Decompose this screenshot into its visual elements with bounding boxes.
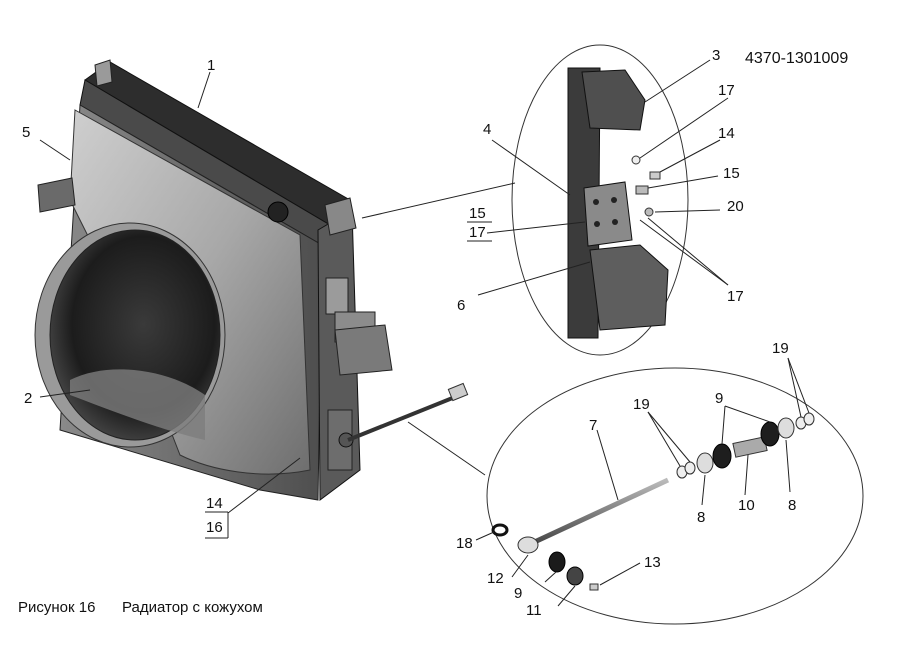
callout-16-boxed: 16 bbox=[206, 519, 223, 536]
detail-nut-20 bbox=[644, 207, 654, 217]
callout-17-lower: 17 bbox=[727, 288, 744, 305]
callout-5: 5 bbox=[22, 124, 30, 141]
detail-ellipse-upper bbox=[511, 44, 689, 356]
callout-15-detail: 15 bbox=[723, 165, 740, 182]
callout-19-left: 19 bbox=[633, 396, 650, 413]
detail-bolt-14 bbox=[649, 171, 661, 180]
callout-9-upper: 9 bbox=[715, 390, 723, 407]
callout-12: 12 bbox=[487, 570, 504, 587]
callout-labels: 1 2 3 4 5 6 7 8 8 9 9 10 11 12 13 14 14 … bbox=[22, 47, 796, 619]
callout-19-right: 19 bbox=[772, 340, 789, 357]
side-mount-block bbox=[334, 324, 393, 376]
top-right-ear bbox=[324, 197, 357, 236]
detail-ellipse-lower bbox=[486, 367, 864, 625]
callout-8-left: 8 bbox=[697, 509, 705, 526]
shroud-inner-highlight bbox=[70, 369, 205, 440]
callout-18: 18 bbox=[456, 535, 473, 552]
detail-bolt-hole-d bbox=[612, 219, 618, 225]
leader-lines bbox=[39, 59, 810, 607]
tie-rod-installed bbox=[347, 393, 461, 442]
callout-7: 7 bbox=[589, 417, 597, 434]
side-bracket-upper bbox=[325, 277, 349, 315]
washer-8-left bbox=[696, 452, 714, 474]
detail-lower-mount bbox=[589, 244, 669, 331]
washer-18 bbox=[491, 523, 509, 537]
tie-rod-end bbox=[447, 382, 469, 402]
callout-3: 3 bbox=[712, 47, 720, 64]
link-lower-detail bbox=[407, 421, 486, 476]
callout-13: 13 bbox=[644, 554, 661, 571]
document-number: 4370-1301009 bbox=[745, 50, 848, 67]
left-bracket bbox=[37, 177, 76, 213]
rod-end-cap-12 bbox=[517, 536, 539, 554]
callout-20: 20 bbox=[727, 198, 744, 215]
callout-8-right: 8 bbox=[788, 497, 796, 514]
top-left-ear bbox=[94, 59, 113, 87]
filler-neck bbox=[267, 201, 289, 223]
washer-8-right bbox=[777, 417, 795, 439]
callout-17-boxed: 17 bbox=[469, 224, 486, 241]
link-upper-detail bbox=[361, 182, 516, 219]
callout-17-upper: 17 bbox=[718, 82, 735, 99]
washer-11 bbox=[566, 566, 584, 586]
detail-frame-rail bbox=[567, 67, 601, 339]
callout-6: 6 bbox=[457, 297, 465, 314]
detail-bracket-mount bbox=[511, 44, 689, 356]
detail-washer-17 bbox=[631, 155, 641, 165]
rubber-bushing-9-lower bbox=[548, 551, 566, 573]
detail-bracket-plate bbox=[583, 181, 633, 247]
tie-rod-7 bbox=[526, 477, 670, 548]
callout-10: 10 bbox=[738, 497, 755, 514]
callout-14-main: 14 bbox=[206, 495, 223, 512]
detail-bolt-15 bbox=[635, 185, 649, 195]
figure-number: Рисунок 16 bbox=[18, 599, 95, 616]
rubber-bushing-9-left bbox=[712, 443, 732, 469]
figure-title: Радиатор с кожухом bbox=[122, 599, 263, 616]
washer-19-right-b bbox=[803, 412, 815, 426]
washer-19-left-b bbox=[684, 461, 696, 475]
radiator-assembly bbox=[34, 59, 469, 501]
detail-top-ear bbox=[581, 69, 646, 131]
detail-bolt-hole-a bbox=[593, 199, 599, 205]
callout-9-lower: 9 bbox=[514, 585, 522, 602]
callout-14-detail: 14 bbox=[718, 125, 735, 142]
detail-bolt-hole-b bbox=[611, 197, 617, 203]
nut-13 bbox=[589, 583, 599, 591]
detail-tie-rod bbox=[486, 367, 864, 625]
callout-4: 4 bbox=[483, 121, 491, 138]
callout-2: 2 bbox=[24, 390, 32, 407]
callout-1: 1 bbox=[207, 57, 215, 74]
callout-15-boxed: 15 bbox=[469, 205, 486, 222]
rubber-bushing-9-right bbox=[760, 421, 780, 447]
callout-11: 11 bbox=[526, 602, 542, 619]
detail-bolt-hole-c bbox=[594, 221, 600, 227]
